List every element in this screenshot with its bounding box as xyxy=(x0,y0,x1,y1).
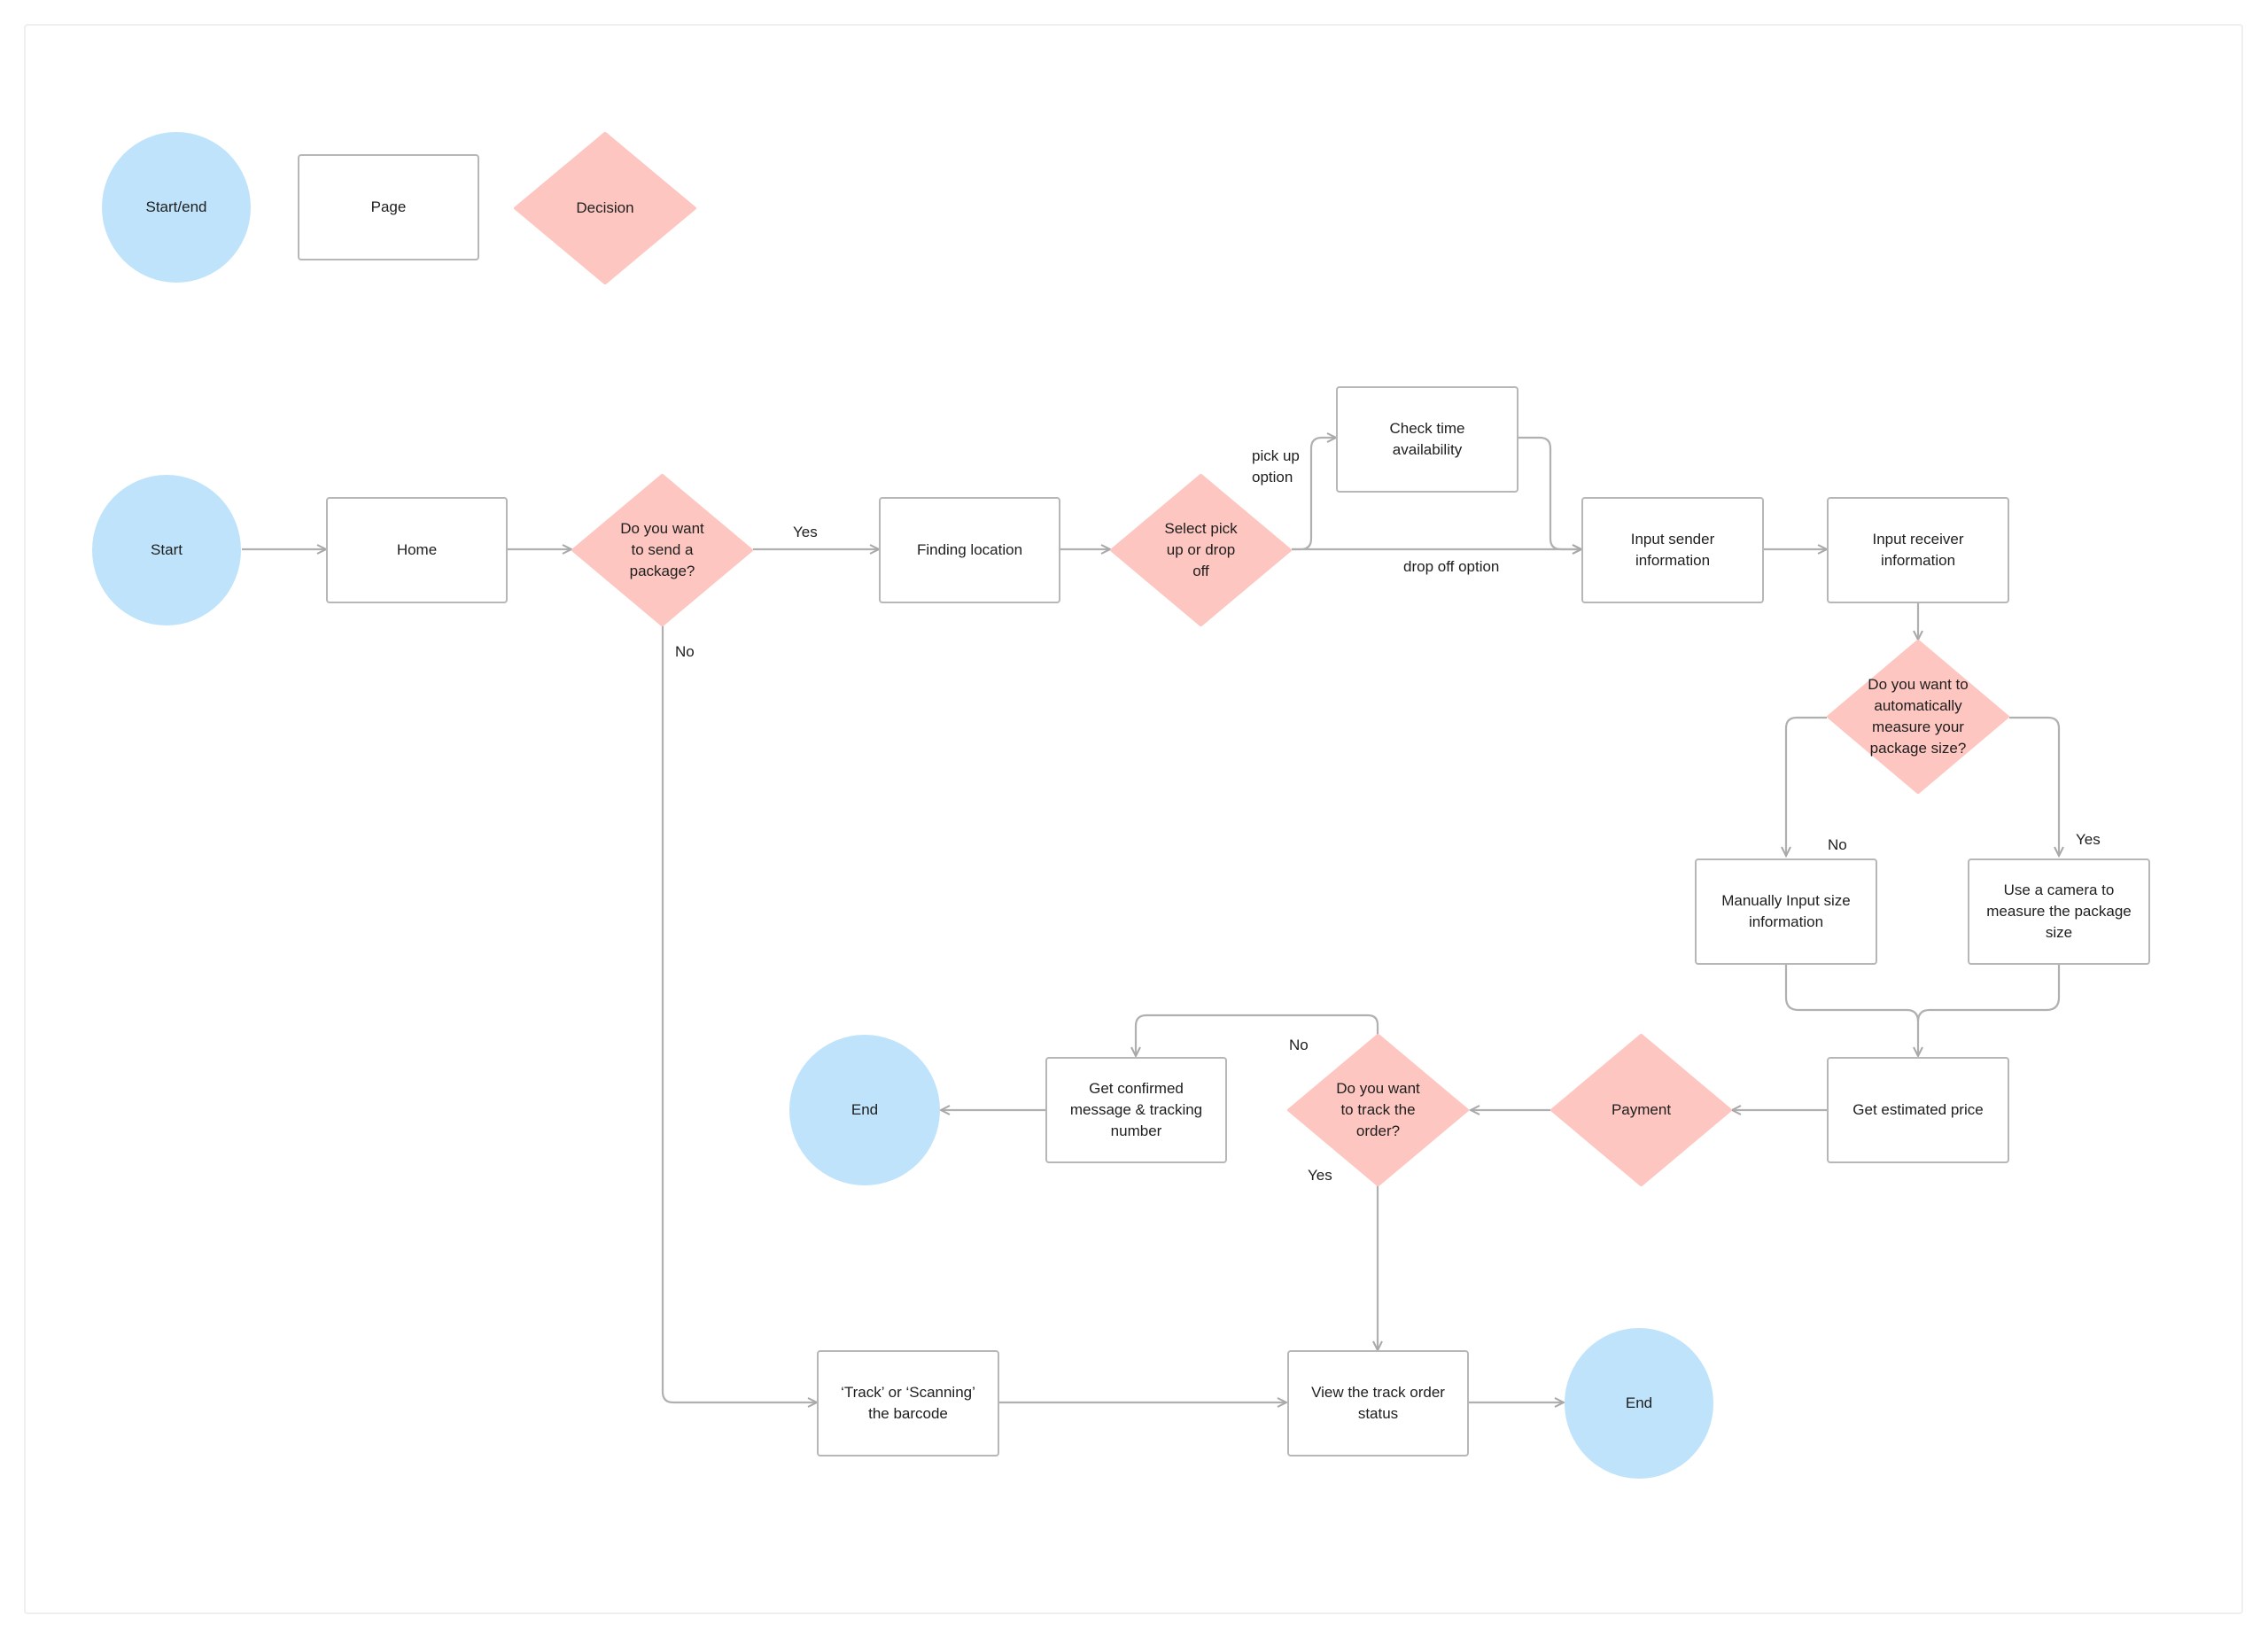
camera-measure-label: Use a camera to measure the package size xyxy=(1986,882,2132,941)
home-page-node[interactable]: Home xyxy=(326,497,508,603)
edge-label-yes-track: Yes xyxy=(1308,1167,1332,1184)
track-scanning-node[interactable]: ‘Track’ or ‘Scanning’ the barcode xyxy=(817,1350,999,1456)
receiver-info-label: Input receiver information xyxy=(1872,531,1964,569)
confirmed-message-label: Get confirmed message & tracking number xyxy=(1069,1080,1203,1139)
finding-location-label: Finding location xyxy=(916,541,1023,558)
legend-start-end-circle: Start/end xyxy=(102,132,251,283)
legend-decision-diamond: Decision xyxy=(514,132,696,284)
edge-label-yes-measure: Yes xyxy=(2076,831,2101,848)
start-label: Start xyxy=(151,541,183,558)
end-node-1[interactable]: End xyxy=(789,1035,940,1185)
legend-start-end-label: Start/end xyxy=(145,198,207,215)
measure-size-decision[interactable]: Do you want to automatically measure you… xyxy=(1827,640,2009,794)
end-node-2[interactable]: End xyxy=(1565,1328,1713,1479)
pickup-dropoff-decision[interactable]: Select pick up or drop off xyxy=(1110,474,1292,626)
edge-measure-no xyxy=(1781,716,1827,858)
pickup-dropoff-label: Select pick up or drop off xyxy=(1164,520,1238,579)
edge-label-pick-up-option: pick up option xyxy=(1252,447,1300,485)
receiver-info-node[interactable]: Input receiver information xyxy=(1827,497,2009,603)
payment-decision[interactable]: Payment xyxy=(1550,1034,1732,1186)
sender-info-node[interactable]: Input sender information xyxy=(1581,497,1764,603)
home-label: Home xyxy=(396,541,438,558)
track-scanning-label: ‘Track’ or ‘Scanning’ the barcode xyxy=(841,1384,975,1422)
edge-label-no-track: No xyxy=(1289,1037,1309,1053)
edge-label-no-send: No xyxy=(675,643,695,660)
measure-size-label: Do you want to automatically measure you… xyxy=(1868,676,1969,757)
send-package-decision[interactable]: Do you want to send a package? xyxy=(571,474,753,626)
edge-label-no-measure: No xyxy=(1828,836,1847,853)
confirmed-message-node[interactable]: Get confirmed message & tracking number xyxy=(1045,1057,1227,1163)
edge-checktime-sender xyxy=(1518,436,1584,555)
edge-track-no xyxy=(1130,1014,1379,1059)
legend-decision-label: Decision xyxy=(576,199,634,216)
manual-input-label: Manually Input size information xyxy=(1721,892,1851,930)
canvas-frame xyxy=(24,24,2243,1614)
sender-info-label: Input sender information xyxy=(1630,531,1715,569)
estimated-price-label: Get estimated price xyxy=(1852,1101,1984,1118)
view-status-node[interactable]: View the track order status xyxy=(1287,1350,1469,1456)
legend-page-box: Page xyxy=(298,154,479,260)
track-order-decision[interactable]: Do you want to track the order? xyxy=(1287,1034,1469,1186)
end-label-2: End xyxy=(1625,1394,1653,1411)
view-status-label: View the track order status xyxy=(1311,1384,1445,1422)
track-order-label: Do you want to track the order? xyxy=(1336,1080,1420,1139)
payment-label: Payment xyxy=(1611,1101,1672,1118)
edge-measure-yes xyxy=(2009,716,2064,858)
send-package-label: Do you want to send a package? xyxy=(620,520,704,579)
edge-send-no xyxy=(661,625,819,1408)
legend-page-label: Page xyxy=(370,198,407,215)
estimated-price-node[interactable]: Get estimated price xyxy=(1827,1057,2009,1163)
edge-manual-merge xyxy=(1784,965,1923,1059)
edge-camera-merge xyxy=(1916,965,2061,1022)
check-time-label: Check time availability xyxy=(1389,420,1465,458)
finding-location-node[interactable]: Finding location xyxy=(879,497,1060,603)
end-label-1: End xyxy=(850,1101,879,1118)
manual-input-node[interactable]: Manually Input size information xyxy=(1695,858,1877,965)
edge-label-yes-send: Yes xyxy=(793,524,818,540)
start-node[interactable]: Start xyxy=(92,475,241,625)
check-time-node[interactable]: Check time availability xyxy=(1336,386,1518,493)
edge-label-drop-off-option: drop off option xyxy=(1403,558,1500,575)
camera-measure-node[interactable]: Use a camera to measure the package size xyxy=(1968,858,2150,965)
